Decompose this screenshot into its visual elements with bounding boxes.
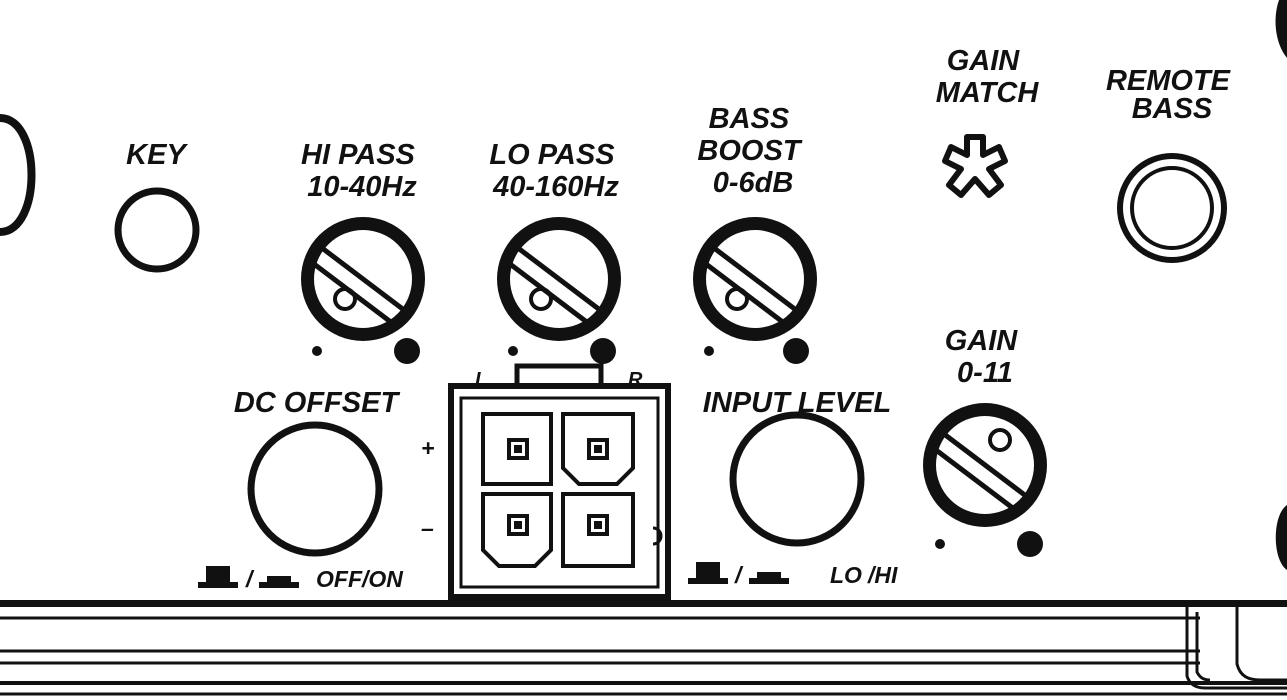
gain-label-line2: 0-11	[957, 357, 1013, 389]
gain-min-dot	[935, 539, 945, 549]
gain-match-indicator-icon	[942, 134, 1008, 198]
bass-boost-max-dot	[783, 338, 809, 364]
input-level-switch[interactable]	[729, 411, 865, 547]
right-edge-ring-bottom	[1275, 505, 1287, 570]
input-level-hi-label: /HI	[867, 562, 898, 588]
gain-match-label-line2: MATCH	[936, 77, 1040, 109]
bass-boost-label-line3: 0-6dB	[713, 167, 794, 199]
gain-label: GAIN 0-11	[945, 325, 1026, 389]
bass-boost-label: BASS BOOST 0-6dB	[697, 103, 808, 199]
dc-offset-switch-label: OFF/ON	[316, 566, 403, 592]
chassis-bottom-rail	[0, 600, 1287, 696]
remote-bass-label: REMOTE BASS	[1106, 65, 1238, 125]
hi-pass-label-line1: HI PASS	[301, 139, 416, 171]
input-level-lo-label: LO	[830, 562, 862, 588]
pressed-state-icon	[198, 582, 238, 588]
hi-pass-label-line2: 10-40Hz	[307, 171, 417, 203]
dc-offset-switch[interactable]	[247, 421, 383, 557]
lo-pass-label-line2: 40-160Hz	[492, 171, 619, 203]
gain-knob[interactable]	[923, 403, 1047, 527]
bass-boost-label-line2: BOOST	[697, 135, 802, 167]
lo-pass-knob[interactable]	[497, 217, 621, 341]
gain-max-dot	[1017, 531, 1043, 557]
lo-pass-max-dot	[590, 338, 616, 364]
hi-pass-label: HI PASS 10-40Hz	[301, 139, 423, 203]
input-level-switch-separator: /	[734, 562, 744, 588]
input-level-switch-legend: / LO/HI	[688, 562, 898, 588]
hi-pass-max-dot	[394, 338, 420, 364]
gain-match-label: GAIN MATCH	[936, 45, 1040, 109]
connector-minus-label: –	[421, 515, 434, 541]
released-state-icon	[749, 578, 789, 584]
remote-bass-port[interactable]	[1117, 153, 1227, 263]
lo-pass-min-dot	[508, 346, 518, 356]
lo-pass-label-line1: LO PASS	[489, 139, 615, 171]
pressed-state-icon	[688, 578, 728, 584]
gain-label-line1: GAIN	[945, 325, 1019, 357]
speaker-input-connector[interactable]	[448, 363, 671, 600]
gain-match-label-line1: GAIN	[947, 45, 1021, 77]
bass-boost-label-line1: BASS	[709, 103, 790, 135]
hi-pass-knob[interactable]	[301, 217, 425, 341]
lo-pass-label: LO PASS 40-160Hz	[489, 139, 622, 203]
bass-boost-knob[interactable]	[693, 217, 817, 341]
remote-bass-label-line1: REMOTE	[1106, 65, 1232, 97]
released-state-icon	[259, 582, 299, 588]
dc-offset-switch-legend: / OFF/ON	[198, 566, 403, 592]
dc-offset-switch-separator: /	[245, 566, 255, 592]
dc-offset-label: DC OFFSET	[234, 387, 401, 419]
key-label: KEY	[126, 139, 188, 171]
input-level-switch-label: LO/HI	[830, 562, 898, 588]
key-port[interactable]	[114, 187, 200, 273]
bass-boost-min-dot	[704, 346, 714, 356]
remote-bass-label-line2: BASS	[1132, 93, 1213, 125]
right-edge-ring-top	[1275, 0, 1287, 58]
hi-pass-min-dot	[312, 346, 322, 356]
left-edge-button[interactable]	[0, 114, 36, 236]
connector-plus-label: +	[421, 435, 434, 461]
